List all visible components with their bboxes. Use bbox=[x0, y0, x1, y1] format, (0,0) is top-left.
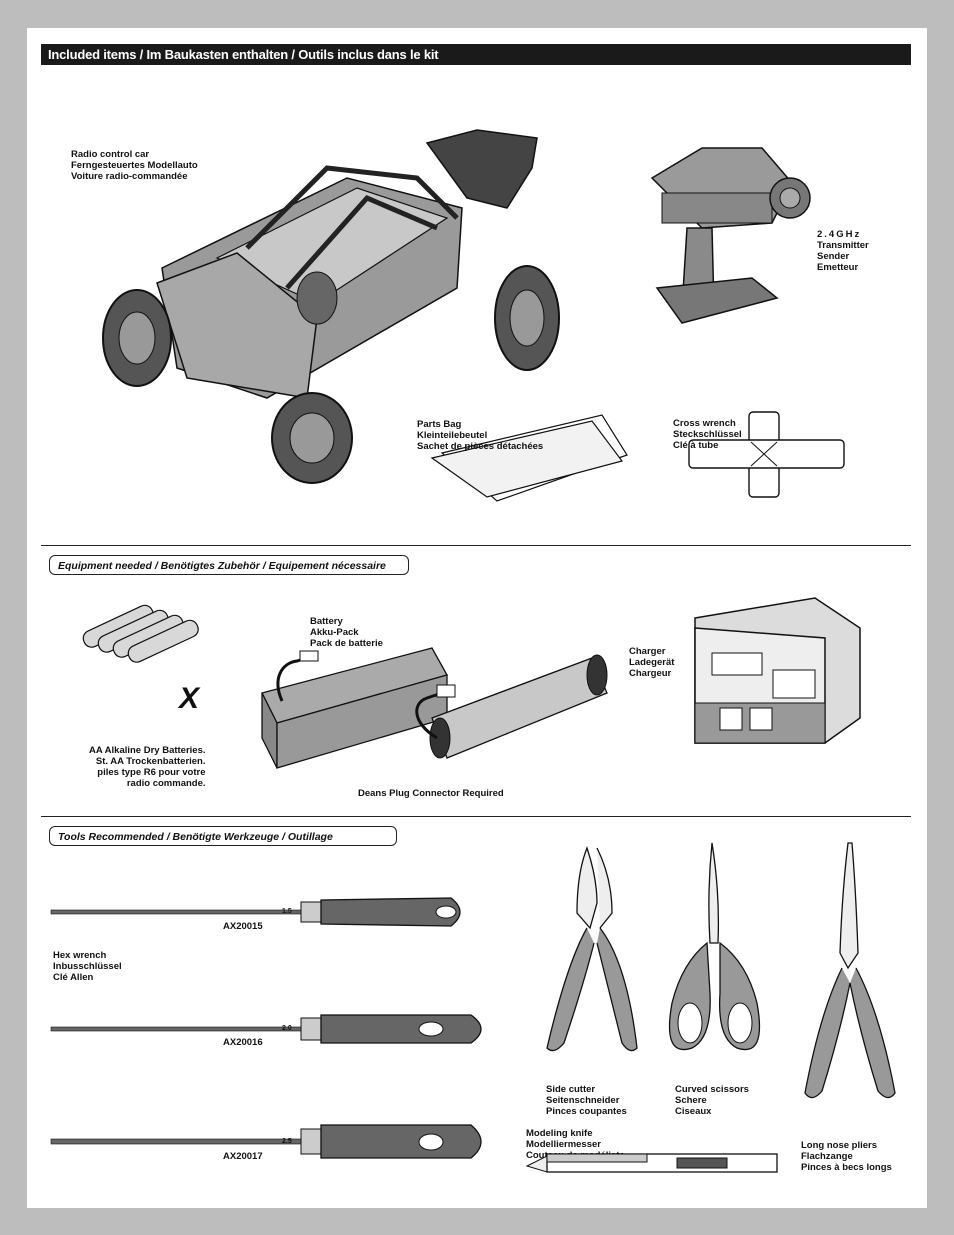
divider-2 bbox=[41, 816, 911, 817]
rc-car-illustration bbox=[102, 129, 560, 484]
driver-code-1: AX20015 bbox=[223, 921, 263, 932]
long-nose-pliers-illustration bbox=[804, 842, 896, 1099]
label-aa-batteries: AA Alkaline Dry Batteries.St. AA Trocken… bbox=[89, 745, 206, 789]
modeling-knife-illustration bbox=[525, 1153, 778, 1173]
driver-size-2: 2.0 bbox=[282, 1025, 292, 1032]
curved-scissors-illustration bbox=[668, 842, 761, 1051]
section-tag-equipment: Equipment needed / Benötigtes Zubehör / … bbox=[49, 555, 409, 575]
battery-pack-illustration bbox=[261, 647, 608, 769]
aa-batteries-illustration bbox=[82, 604, 199, 663]
section-header-included: Included items / Im Baukasten enthalten … bbox=[41, 44, 911, 65]
batteries-not-included-mark: X bbox=[179, 682, 200, 715]
section-tag-tools: Tools Recommended / Benötigte Werkzeuge … bbox=[49, 826, 397, 846]
hex-driver-1 bbox=[50, 897, 461, 927]
label-deans-plug: Deans Plug Connector Required bbox=[358, 788, 504, 799]
driver-size-3: 2.5 bbox=[282, 1138, 292, 1145]
driver-code-2: AX20016 bbox=[223, 1037, 263, 1048]
hex-driver-2 bbox=[50, 1014, 482, 1044]
divider-1 bbox=[41, 545, 911, 546]
driver-size-1: 1.5 bbox=[282, 908, 292, 915]
manual-page: Included items / Im Baukasten enthalten … bbox=[27, 28, 927, 1208]
hex-driver-3 bbox=[50, 1124, 482, 1159]
driver-code-3: AX20017 bbox=[223, 1151, 263, 1162]
cross-wrench-illustration bbox=[688, 411, 845, 498]
side-cutter-illustration bbox=[546, 846, 638, 1052]
charger-illustration bbox=[694, 597, 861, 744]
transmitter-illustration bbox=[650, 147, 811, 324]
parts-bag-illustration bbox=[430, 414, 628, 502]
